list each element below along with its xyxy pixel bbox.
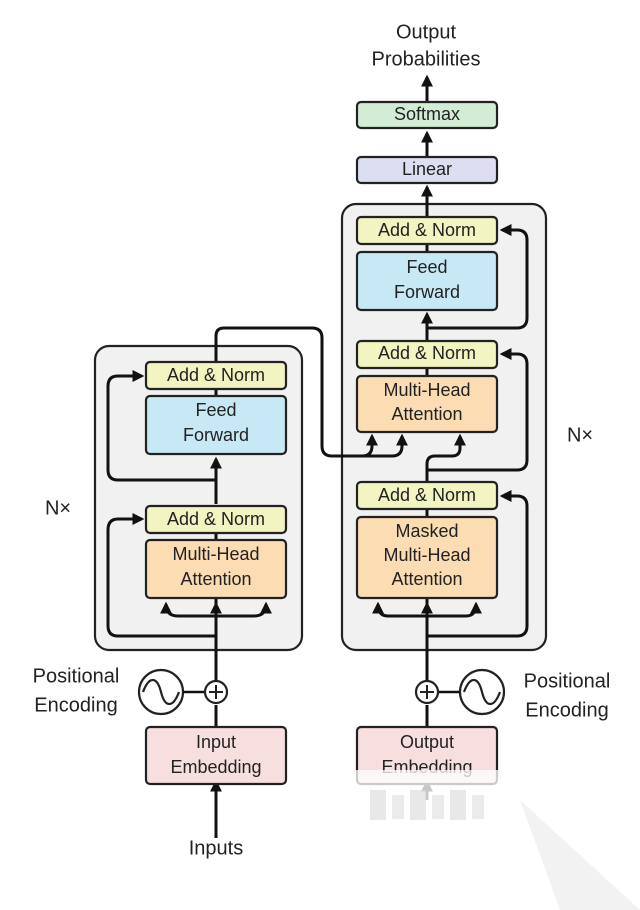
output-probabilities-line1: Output (396, 21, 456, 43)
decoder-add-norm-top: Add & Norm (355, 215, 499, 246)
encoder-add-norm-top-label: Add & Norm (167, 365, 265, 385)
decoder-feed-forward: Feed Forward (355, 250, 499, 312)
decoder-add-norm-middle: Add & Norm (355, 339, 499, 370)
encoder-add-norm-top: Add & Norm (144, 360, 288, 391)
decoder-positional-line1: Positional (524, 670, 611, 692)
encoder-multi-head-attention: Multi-Head Attention (144, 538, 288, 600)
encoder-positional-line1: Positional (33, 665, 120, 687)
softmax-block: Softmax (355, 100, 499, 130)
inputs-label: Inputs (189, 837, 243, 859)
decoder-cross-attention-line1: Multi-Head (383, 380, 470, 400)
decoder-wires (372, 74, 529, 800)
masked-attention-line1: Masked (395, 521, 458, 541)
encoder-add-norm-bottom-label: Add & Norm (167, 509, 265, 529)
encoder-attention-line2: Attention (180, 569, 251, 589)
input-embedding: Input Embedding (144, 725, 288, 786)
encoder-frame (93, 344, 304, 652)
decoder-feed-forward-line1: Feed (406, 257, 447, 277)
encoder-repeat-label: N× (45, 497, 71, 519)
decoder-feed-forward-line2: Forward (394, 282, 460, 302)
decoder-repeat-label: N× (567, 424, 593, 446)
decoder-positional-line2: Encoding (525, 699, 608, 721)
decoder-cross-attention-line2: Attention (391, 404, 462, 424)
linear-block: Linear (355, 155, 499, 185)
encoder-attention-line1: Multi-Head (172, 544, 259, 564)
encoder-add-norm-bottom: Add & Norm (144, 504, 288, 535)
encoder-wires (106, 326, 408, 838)
encoder-feed-forward-line2: Forward (183, 425, 249, 445)
encoder-feed-forward: Feed Forward (144, 394, 288, 456)
decoder-masked-attention: Masked Multi-Head Attention (355, 515, 499, 600)
decoder-positional-encoding (414, 668, 506, 716)
linear-label: Linear (402, 159, 452, 179)
decoder-cross-attention: Multi-Head Attention (355, 374, 499, 434)
input-embedding-line2: Embedding (170, 757, 261, 777)
decoder-add-norm-top-label: Add & Norm (378, 220, 476, 240)
masked-attention-line2: Multi-Head (383, 545, 470, 565)
input-embedding-line1: Input (196, 732, 236, 752)
encoder-feed-forward-line1: Feed (195, 400, 236, 420)
output-embedding-line1: Output (400, 732, 454, 752)
watermark-overlay (350, 770, 640, 910)
softmax-label: Softmax (394, 104, 460, 124)
decoder-add-norm-bottom-label: Add & Norm (378, 485, 476, 505)
encoder-positional-encoding (137, 668, 229, 716)
masked-attention-line3: Attention (391, 569, 462, 589)
decoder-add-norm-middle-label: Add & Norm (378, 343, 476, 363)
decoder-add-norm-bottom: Add & Norm (355, 480, 499, 511)
output-probabilities-line2: Probabilities (372, 48, 481, 70)
encoder-positional-line2: Encoding (34, 694, 117, 716)
